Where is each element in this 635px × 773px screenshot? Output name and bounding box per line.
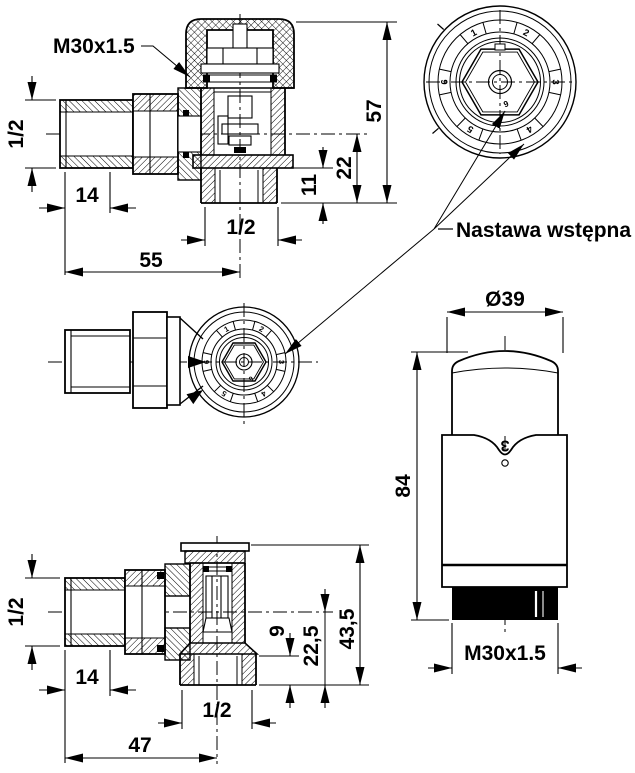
dial-number-6: 6 [202, 360, 211, 364]
head-thread-collar [452, 587, 558, 620]
union-nut [132, 87, 202, 181]
head-body [441, 434, 568, 588]
hex-nut-plan [132, 311, 204, 409]
dim-head-thread: M30x1.5 [464, 642, 546, 665]
head-dimensions [411, 307, 582, 674]
valve-body [178, 562, 260, 686]
dial-number-5: 5 [220, 389, 228, 399]
preset-dial-top-view: 1 2 3 4 5 6 6 [423, 5, 577, 159]
dim-height: 43,5 [336, 608, 359, 649]
dim-thread-length: 14 [75, 666, 99, 689]
dim-pipe-size: 1/2 [5, 119, 28, 148]
bottom-valve-section-view: 1/2 14 47 1/2 9 22,5 43,5 [5, 536, 369, 764]
dim-height: 57 [363, 99, 386, 122]
dial-number-4: 4 [259, 389, 268, 399]
valve-body [192, 88, 294, 204]
dim-head-diameter: Ø39 [485, 288, 525, 311]
dim-axis-to-end: 22 [333, 156, 356, 179]
top-valve-section-view: M30x1.5 1/2 14 55 1/2 11 22 57 [5, 14, 397, 278]
dim-outlet-size: 1/2 [226, 216, 255, 239]
top-valve-dimensions [25, 21, 397, 277]
dim-total-length: 47 [128, 734, 151, 757]
dial-pointer-left [188, 356, 206, 368]
bottom-valve-dimensions [25, 544, 369, 763]
valve-plan-view: 1 2 3 4 5 6 6 [48, 303, 318, 424]
dial-indicator-number: 6 [247, 374, 254, 382]
head-setting-number: 3 [500, 436, 509, 453]
valve-insert [200, 23, 280, 83]
dial-indicator-number: 6 [502, 99, 510, 110]
spindle-hex [461, 48, 539, 116]
pipe-male-thread [64, 577, 126, 647]
dim-pipe-size: 1/2 [5, 597, 28, 626]
union-nut [124, 563, 191, 661]
dim-outlet-length: 11 [298, 174, 321, 197]
dim-axis-to-end: 22,5 [300, 625, 323, 666]
dial-number-4: 4 [524, 123, 535, 136]
head-cap [451, 350, 559, 435]
valve-cap [180, 542, 250, 564]
dim-outlet-length: 9 [266, 625, 289, 637]
dial-pointer-lower [186, 390, 203, 405]
dial-number-6: 6 [439, 79, 450, 84]
thermostatic-head-view: Ø39 84 M30x1.5 3 [392, 288, 582, 674]
dial-number-5: 5 [465, 122, 476, 135]
dial-number-1: 1 [223, 324, 231, 334]
preset-dial-plan: 1 2 3 4 5 6 6 [186, 306, 300, 418]
thread-label: M30x1.5 [53, 35, 135, 58]
dim-head-height: 84 [392, 474, 415, 498]
dim-total-length: 55 [139, 249, 163, 272]
dial-number-3: 3 [277, 360, 286, 364]
pipe-plan [64, 329, 131, 394]
pipe-male-thread [59, 99, 134, 169]
preset-label: Nastawa wstępna [456, 219, 631, 242]
dial-number-2: 2 [521, 27, 531, 39]
dial-number-3: 3 [550, 79, 561, 84]
dim-outlet-size: 1/2 [202, 699, 231, 722]
dial-number-1: 1 [469, 27, 479, 40]
preset-annotation: Nastawa wstępna [284, 110, 631, 355]
dim-thread-length: 14 [75, 184, 99, 207]
dial-number-2: 2 [258, 324, 266, 334]
